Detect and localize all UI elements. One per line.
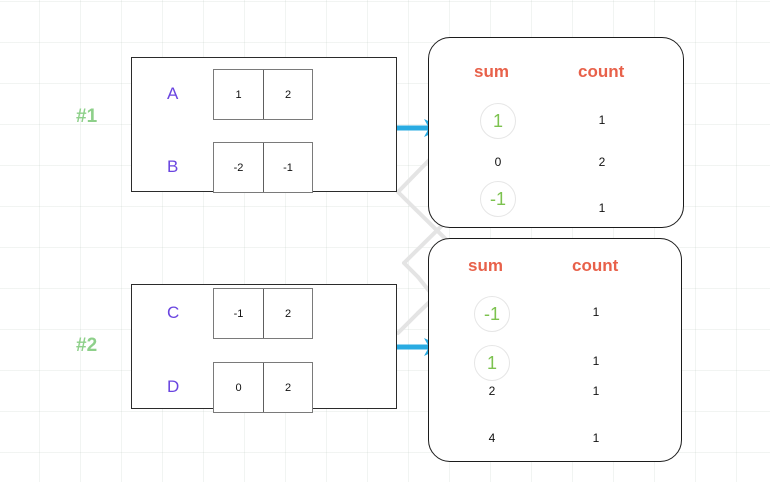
panel2-count-value-0: 1 bbox=[592, 305, 600, 319]
cell-d-1: 2 bbox=[263, 363, 312, 412]
aggregate-panel-1 bbox=[428, 37, 684, 228]
panel2-count-value-1: 1 bbox=[592, 354, 600, 368]
aggregate-panel-2 bbox=[428, 238, 682, 462]
panel1-sum-value-2-circle: -1 bbox=[480, 181, 516, 217]
group-tag-2: #2 bbox=[76, 335, 98, 356]
panel1-count-value-1: 2 bbox=[598, 155, 606, 169]
panel2-sum-value-0-circle: -1 bbox=[474, 296, 510, 332]
group-tag-1: #1 bbox=[76, 106, 98, 127]
panel1-header-sum: sum bbox=[474, 62, 509, 81]
cell-a-1: 2 bbox=[263, 70, 312, 119]
panel2-sum-value-1-circle: 1 bbox=[474, 345, 510, 381]
panel2-sum-value-3: 4 bbox=[488, 431, 496, 445]
cell-row-c: -1 2 bbox=[213, 288, 313, 339]
cell-d-0: 0 bbox=[235, 381, 242, 394]
panel2-sum-value-2: 2 bbox=[488, 384, 496, 398]
panel2-header-count: count bbox=[572, 256, 619, 275]
panel1-header-count: count bbox=[578, 62, 625, 81]
cell-row-a: 1 2 bbox=[213, 69, 313, 120]
row-label-b: B bbox=[167, 157, 179, 176]
cell-c-0: -1 bbox=[233, 307, 244, 320]
panel1-sum-value-1: 0 bbox=[494, 155, 502, 169]
panel1-sum-value-0-circle: 1 bbox=[480, 103, 516, 139]
panel1-count-value-0: 1 bbox=[598, 113, 606, 127]
cell-b-1: -1 bbox=[263, 143, 312, 192]
cell-row-d: 0 2 bbox=[213, 362, 313, 413]
connector-p1summinus1-b bbox=[402, 261, 420, 279]
row-label-a: A bbox=[167, 84, 179, 103]
panel2-header-sum: sum bbox=[468, 256, 503, 275]
panel2-count-value-2: 1 bbox=[592, 384, 600, 398]
connector-cross-b bbox=[396, 311, 420, 335]
cell-row-b: -2 -1 bbox=[213, 142, 313, 193]
cell-b-0: -2 bbox=[233, 161, 244, 174]
panel1-count-value-2: 1 bbox=[598, 201, 606, 215]
cell-c-1: 2 bbox=[263, 289, 312, 338]
row-label-d: D bbox=[167, 377, 180, 396]
panel2-count-value-3: 1 bbox=[592, 431, 600, 445]
cell-a-0: 1 bbox=[235, 88, 242, 101]
row-label-c: C bbox=[167, 303, 180, 322]
